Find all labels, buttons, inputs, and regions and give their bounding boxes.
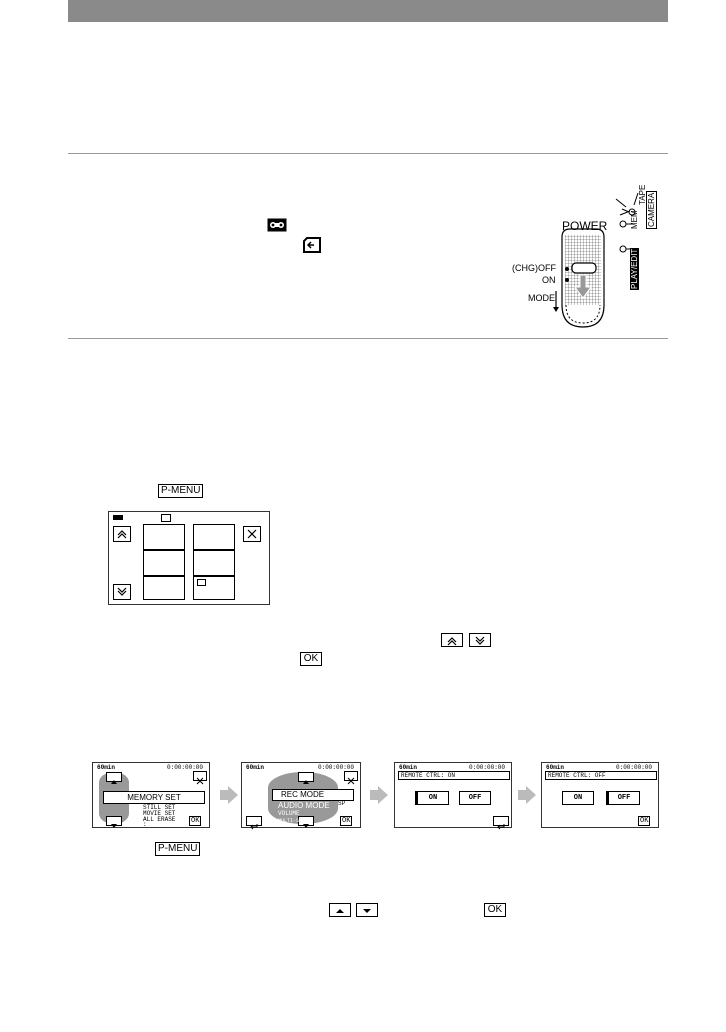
scroll-down-button[interactable] [469, 633, 491, 647]
off-option[interactable]: OFF [459, 791, 491, 805]
down-button[interactable] [356, 903, 378, 917]
off-label: (CHG)OFF [512, 263, 556, 273]
page-up-button[interactable] [113, 526, 131, 542]
menu-item[interactable]: MOVIE SET [143, 810, 176, 817]
camera-icon [197, 579, 206, 586]
menu-item[interactable]: VOLUME [278, 810, 300, 817]
on-option[interactable]: ON [415, 791, 449, 805]
on-option[interactable]: ON [562, 791, 594, 805]
return-icon[interactable] [246, 816, 262, 830]
screen-remote-ctrl-off: 60min 0:00:00:00 REMOTE CTRL: OFF ON OFF… [541, 762, 659, 828]
close-button[interactable] [243, 526, 261, 542]
memory-icon [302, 236, 322, 254]
menu-item[interactable]: MULTI-SOUND [278, 818, 312, 824]
setting-header: REMOTE CTRL: OFF [545, 771, 657, 780]
page-down-button[interactable] [113, 584, 131, 600]
pmenu-screen [108, 511, 270, 605]
timecode: 0:00:00:00 [469, 764, 506, 771]
mode-label: MODE [528, 293, 555, 303]
rec-mode-badge: SP [338, 800, 346, 807]
ok-button[interactable]: OK [300, 652, 322, 666]
up-button[interactable] [106, 772, 122, 784]
menu-item[interactable]: AUDIO MODE [278, 801, 330, 810]
step-arrow-icon [518, 786, 536, 809]
section-divider [68, 153, 668, 154]
timecode: 0:00:00:00 [616, 764, 653, 771]
timecode: 0:00:00:00 [167, 764, 204, 771]
selected-menu-item[interactable]: MEMORY SET [103, 791, 205, 804]
off-option[interactable]: OFF [606, 791, 640, 805]
tape-icon [113, 515, 123, 520]
down-button[interactable] [298, 816, 314, 828]
step-arrow-icon [370, 786, 388, 809]
timecode: 0:00:00:00 [318, 764, 355, 771]
menu-item[interactable]: ALL ERASE [143, 816, 176, 823]
tape-counter: 60min [399, 764, 418, 771]
menu-tile[interactable] [143, 524, 185, 550]
menu-tile[interactable] [143, 550, 185, 576]
down-button[interactable] [106, 816, 122, 828]
pmenu-button[interactable]: P-MENU [155, 842, 201, 856]
menu-tile-camera[interactable] [193, 576, 235, 600]
power-switch-illustration: POWER (CHG)OFF ON MODE TAPE MEM CAMERA P… [512, 185, 680, 335]
tape-counter: 60min [246, 764, 265, 771]
lamp-mem-label: MEM [630, 210, 639, 229]
battery-icon [161, 514, 171, 522]
ok-button[interactable]: OK [189, 816, 202, 826]
ok-button[interactable]: OK [484, 903, 506, 917]
menu-item[interactable]: STILL SET [143, 804, 176, 811]
up-button[interactable] [298, 772, 314, 784]
menu-tile[interactable] [143, 576, 185, 600]
on-label: ON [542, 275, 556, 285]
screen-rec-mode: 60min 0:00:00:00 REC MODE SP AUDIO MODE … [241, 762, 361, 830]
scroll-up-button[interactable] [441, 633, 463, 647]
header-bar [68, 0, 668, 22]
setting-header: REMOTE CTRL: ON [398, 771, 510, 780]
lamp-camera-label: CAMERA [646, 190, 657, 229]
ok-button[interactable]: OK [638, 816, 651, 826]
selected-menu-item[interactable]: REC MODE [272, 789, 354, 801]
screen-memory-set: 60min 0:00:00:00 MEMORY SET STILL SET MO… [92, 762, 210, 828]
tape-counter: 60min [97, 764, 116, 771]
menu-tile[interactable] [193, 550, 235, 576]
tape-counter: 60min [546, 764, 565, 771]
ok-button[interactable]: OK [340, 816, 353, 826]
screen-remote-ctrl-on: 60min 0:00:00:00 REMOTE CTRL: ON ON OFF [394, 762, 512, 830]
close-button[interactable] [193, 771, 207, 785]
power-label: POWER [562, 219, 608, 233]
lamp-playedit-label: PLAY/EDIT [630, 247, 639, 290]
menu-item[interactable]: : [143, 821, 147, 828]
menu-tile[interactable] [193, 524, 235, 550]
section-divider [68, 338, 668, 339]
tape-icon [267, 218, 287, 232]
close-button[interactable] [344, 771, 358, 785]
pmenu-button[interactable]: P-MENU [158, 484, 204, 498]
up-button[interactable] [329, 903, 351, 917]
step-arrow-icon [220, 786, 238, 809]
return-icon[interactable] [493, 816, 509, 830]
